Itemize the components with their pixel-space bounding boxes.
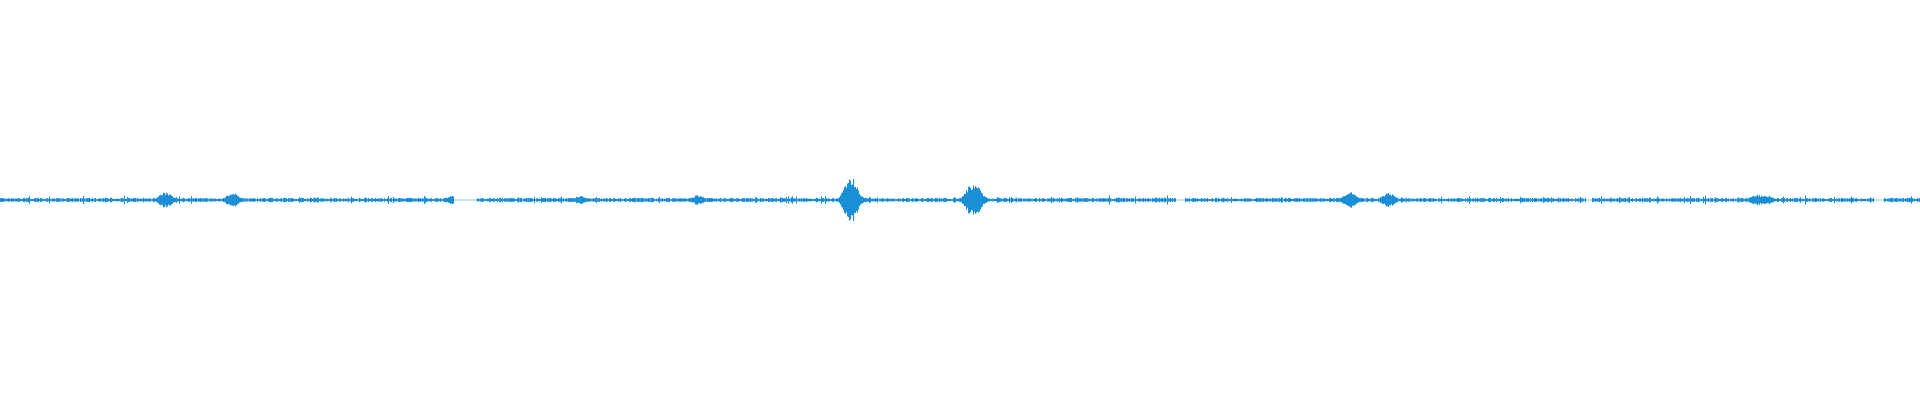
waveform-samples: [0, 178, 1920, 222]
